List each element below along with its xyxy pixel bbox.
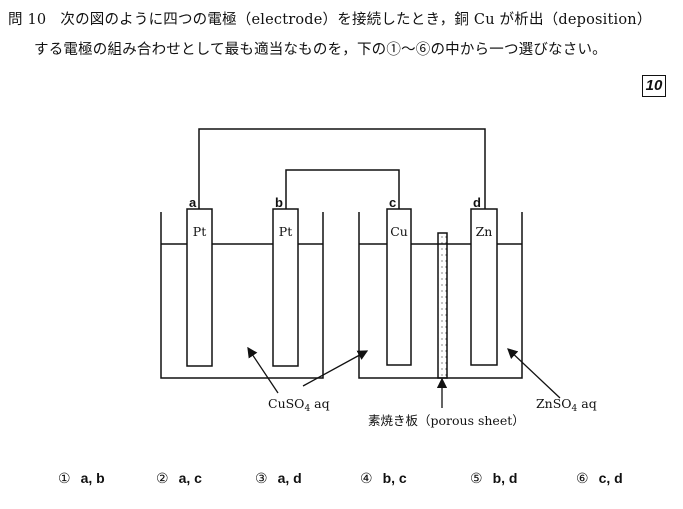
question-text-2: する電極の組み合わせとして最も適当なものを，下の①～⑥の中から一つ選びなさい。 bbox=[34, 42, 607, 58]
electrode-b bbox=[272, 208, 299, 367]
wire-b-c bbox=[285, 169, 400, 209]
electrode-material-c: Cu bbox=[390, 224, 408, 239]
question-line-1: 問 10 次の図のように四つの電極（electrode）を接続したとき，銅 Cu … bbox=[8, 8, 652, 29]
electrode-material-b: Pt bbox=[279, 224, 292, 239]
electrode-material-a: Pt bbox=[193, 224, 206, 239]
label-porous-sheet: 素焼き板（porous sheet） bbox=[368, 413, 525, 428]
electrode-d bbox=[470, 208, 498, 366]
electrode-label-c: c bbox=[389, 195, 396, 210]
arrow-cuso4-right bbox=[302, 350, 369, 387]
question-text-1: 次の図のように四つの電極（electrode）を接続したとき，銅 Cu が析出（… bbox=[60, 12, 652, 28]
label-cuso4: CuSO4 aq bbox=[268, 396, 330, 414]
beaker-left bbox=[160, 212, 324, 379]
electrode-c bbox=[386, 208, 412, 366]
label-znso4: ZnSO4 aq bbox=[536, 396, 597, 414]
electrode-material-d: Zn bbox=[476, 224, 493, 239]
arrow-cuso4-left bbox=[247, 346, 279, 394]
electrode-a bbox=[186, 208, 213, 367]
answer-box-number: 10 bbox=[642, 75, 666, 97]
electrode-label-a: a bbox=[189, 195, 197, 210]
wire-a-d bbox=[198, 128, 486, 209]
question-number: 問 10 bbox=[8, 12, 47, 28]
electrode-label-d: d bbox=[473, 195, 481, 210]
arrow-znso4 bbox=[507, 348, 561, 399]
porous-sheet bbox=[437, 232, 448, 379]
electrode-label-b: b bbox=[275, 195, 283, 210]
